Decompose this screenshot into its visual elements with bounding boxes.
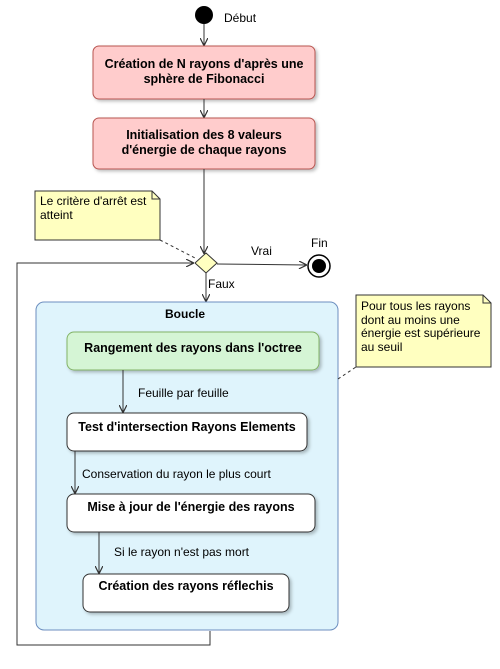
- stop-note-connector: [159, 239, 198, 260]
- stop-note-fold: [151, 191, 160, 200]
- start-node: [195, 6, 213, 24]
- end-node-inner: [312, 259, 326, 273]
- loop-note-connector: [337, 366, 357, 380]
- loop-note-fold: [482, 295, 491, 304]
- edge-vrai: [216, 264, 306, 265]
- inner2-box: [66, 412, 308, 452]
- faux-label: Faux: [208, 277, 235, 291]
- inner1-box: [66, 331, 320, 371]
- loop-container: [35, 301, 339, 631]
- inner3-text: Mise à jour de l'énergie des rayons: [87, 499, 295, 514]
- stop-note-shape: [34, 190, 161, 241]
- step1-text: Création de N rayons d'après une sphère …: [104, 57, 304, 86]
- inner4-text: Création des rayons réflechis: [98, 578, 274, 593]
- edge-label-mort: Si le rayon n'est pas mort: [114, 545, 250, 559]
- loop-note-shape: [355, 294, 492, 368]
- loop-title: Boucle: [165, 307, 206, 321]
- edge-label-feuille: Feuille par feuille: [138, 386, 229, 400]
- end-label: Fin: [311, 236, 328, 250]
- inner4-box: [82, 573, 290, 613]
- inner3-box: [66, 493, 316, 533]
- start-label: Début: [224, 11, 257, 25]
- step2-text: Initialisation des 8 valeurs d'énergie d…: [121, 128, 287, 157]
- stop-note-text: Le critère d'arrêt est atteint: [40, 194, 147, 222]
- inner1-text: Rangement des rayons dans l'octree: [84, 340, 302, 355]
- decision-node: [194, 252, 218, 274]
- edge-label-conservation: Conservation du rayon le plus court: [82, 467, 271, 481]
- edge-loop-back: [16, 263, 211, 646]
- inner2-text: Test d'intersection Rayons Elements: [78, 419, 296, 434]
- vrai-label: Vrai: [251, 244, 272, 258]
- loop-note-text: Pour tous les rayons dont au moins une é…: [361, 299, 481, 354]
